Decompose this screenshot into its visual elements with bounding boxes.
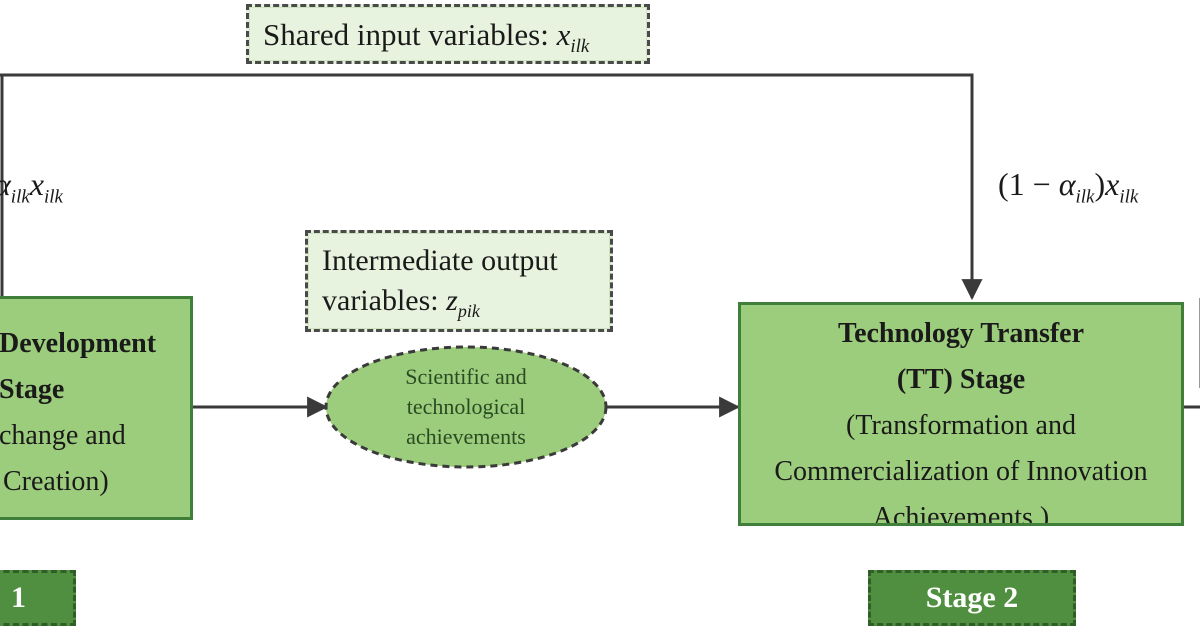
right-x-sub: ilk xyxy=(1119,186,1139,208)
ellipse-line-1: Scientific and xyxy=(405,364,527,389)
intermediate-var: z xyxy=(446,284,458,317)
intermediate-label: variables: xyxy=(322,284,447,317)
intermediate-output-note: Intermediate output variables: zpik xyxy=(305,230,613,332)
right-x: x xyxy=(1105,166,1120,202)
stage1-line-2: Stage xyxy=(0,374,65,405)
left-alpha: α xyxy=(0,166,11,202)
ellipse-text: Scientific and technological achievement… xyxy=(340,362,592,452)
right-branch-label: (1 − αilk)xilk xyxy=(998,166,1138,208)
stage2-line-4: Commercialization of Innovation xyxy=(774,456,1148,487)
stage2-line-1: Technology Transfer xyxy=(837,318,1085,349)
left-x: x xyxy=(29,166,44,202)
left-x-sub: ilk xyxy=(44,186,63,208)
left-alpha-sub: ilk xyxy=(10,186,30,208)
left-branch-label: αilkxilk xyxy=(0,166,63,208)
development-stage-box: Development Stage change and Creation) xyxy=(0,296,193,520)
shared-input-connector xyxy=(0,73,983,301)
right-alpha-sub: ilk xyxy=(1075,186,1095,208)
intermediate-line-2: variables: zpik xyxy=(322,281,610,331)
intermediate-line-1: Intermediate output xyxy=(322,244,558,277)
stage-2-tag: Stage 2 xyxy=(868,570,1076,626)
stage2-line-5: Achievements ) xyxy=(872,502,1050,526)
achievements-ellipse xyxy=(324,345,608,469)
shared-input-label: Shared input variables: xyxy=(263,17,557,52)
right-suffix: ) xyxy=(1094,166,1106,202)
right-alpha: α xyxy=(1058,166,1076,202)
shared-input-var-sub: ilk xyxy=(570,36,590,58)
technology-transfer-stage-box: Technology Transfer (TT) Stage (Transfor… xyxy=(738,302,1184,526)
right-prefix: (1 − xyxy=(998,166,1059,202)
stage1-line-1: Development xyxy=(0,328,157,359)
stage1-line-4: Creation) xyxy=(3,466,109,497)
ellipse-line-3: achievements xyxy=(406,424,526,449)
stage-1-tag: 1 xyxy=(0,570,76,626)
stage1-line-3: change and xyxy=(0,420,126,451)
ellipse-line-2: technological xyxy=(406,394,526,419)
stage2-line-2: (TT) Stage xyxy=(896,364,1026,395)
intermediate-var-sub: pik xyxy=(457,301,480,321)
shared-input-note: Shared input variables: xilk xyxy=(246,4,650,64)
stage2-line-3: (Transformation and xyxy=(846,410,1076,441)
shared-input-var: x xyxy=(556,17,571,52)
